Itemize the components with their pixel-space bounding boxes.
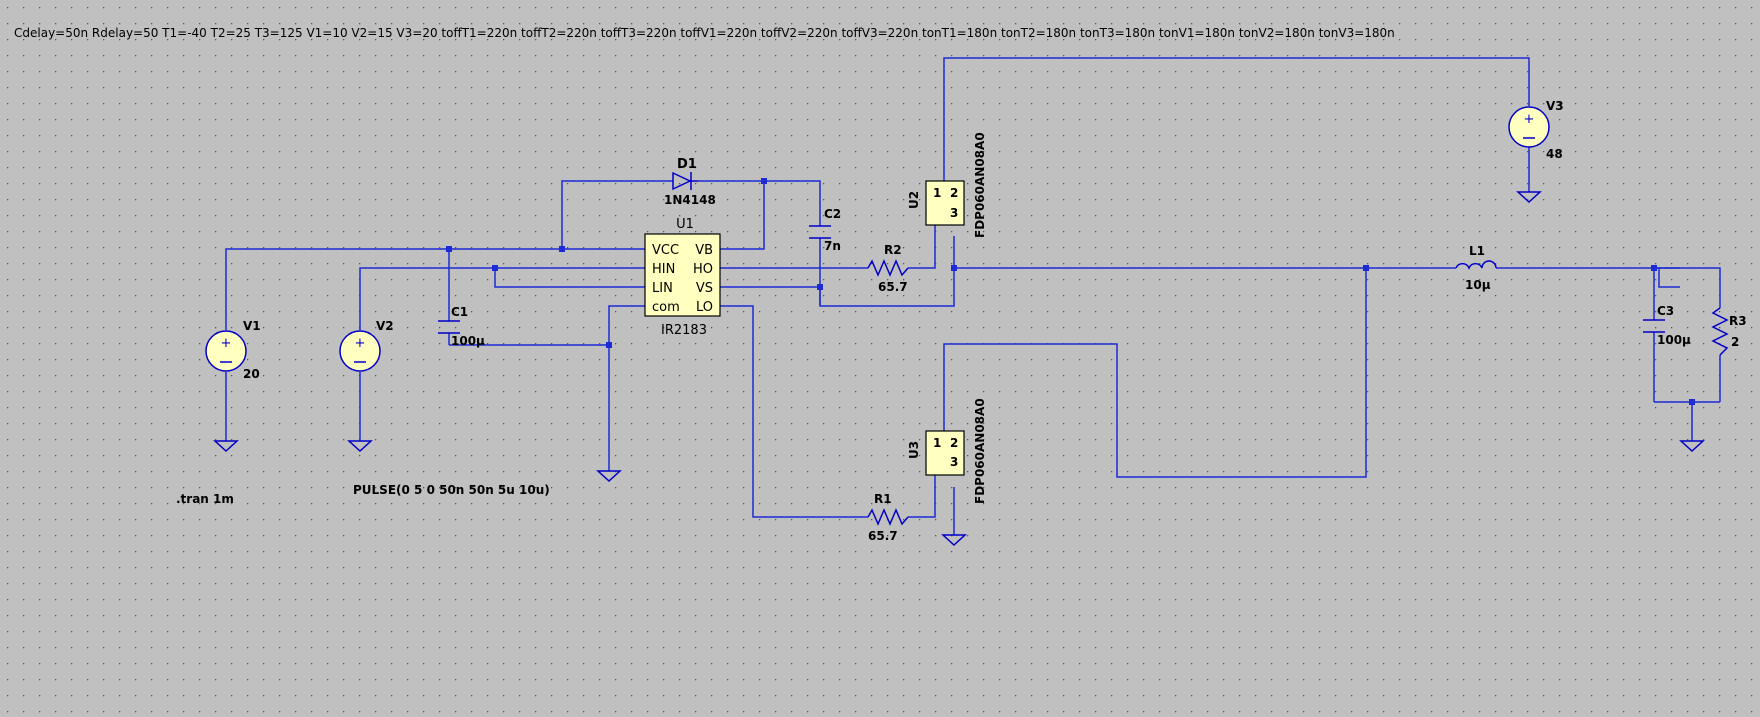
u3-pin1: 1 <box>933 436 941 450</box>
u2-pin3: 3 <box>950 206 958 220</box>
v3-plus-icon: + <box>1524 112 1535 127</box>
u1-pin-vb: VB <box>695 243 713 258</box>
v2-name: V2 <box>376 319 394 333</box>
c3-value: 100µ <box>1657 333 1691 347</box>
d1-model: 1N4148 <box>664 193 716 207</box>
u1-pin-vcc: VCC <box>652 243 679 258</box>
u1-pin-com: com <box>652 300 680 315</box>
v1-value: 20 <box>243 367 260 381</box>
u3-mosfet[interactable]: 1 2 3 U3 FDP060AN08A0 <box>907 398 987 504</box>
ground-symbols <box>213 191 1705 547</box>
c1-value: 100µ <box>451 334 485 348</box>
param-directive[interactable]: Cdelay=50n Rdelay=50 T1=-40 T2=25 T3=125… <box>14 26 1395 40</box>
v1-plus-icon: + <box>221 336 232 351</box>
r2-name: R2 <box>884 243 902 257</box>
u1-pin-lin: LIN <box>652 281 673 296</box>
u2-pin1: 1 <box>933 186 941 200</box>
c1-name: C1 <box>451 305 468 319</box>
u3-pin2: 2 <box>950 436 958 450</box>
tran-directive[interactable]: .tran 1m <box>176 492 234 506</box>
pulse-directive[interactable]: PULSE(0 5 0 50n 50n 5u 10u) <box>353 483 550 497</box>
v3-value: 48 <box>1546 147 1563 161</box>
u1-pin-lo: LO <box>696 300 713 315</box>
v3-source[interactable]: + V3 48 <box>1508 99 1564 161</box>
d1-diode[interactable]: D1 1N4148 <box>664 157 716 207</box>
l1-value: 10µ <box>1465 278 1491 292</box>
c3-name: C3 <box>1657 304 1674 318</box>
u1-pin-hin: HIN <box>652 262 675 277</box>
d1-name: D1 <box>677 157 697 172</box>
u2-mosfet[interactable]: 1 2 3 U2 FDP060AN08A0 <box>907 132 987 238</box>
u1-name: U1 <box>676 217 694 232</box>
u3-model: FDP060AN08A0 <box>973 398 987 504</box>
r3-name: R3 <box>1729 314 1747 328</box>
v2-plus-icon: + <box>355 336 366 351</box>
u2-model: FDP060AN08A0 <box>973 132 987 238</box>
junction-dots <box>446 178 1695 405</box>
u2-pin2: 2 <box>950 186 958 200</box>
u1-pin-ho: HO <box>693 262 713 277</box>
wires <box>225 57 1721 535</box>
r2-value: 65.7 <box>878 280 908 294</box>
r1-resistor[interactable]: R1 65.7 <box>867 492 909 543</box>
v2-source[interactable]: + V2 <box>339 319 394 372</box>
u3-name: U3 <box>907 441 921 459</box>
c1-capacitor[interactable]: C1 100µ <box>438 305 485 348</box>
c2-name: C2 <box>824 207 841 221</box>
r1-value: 65.7 <box>868 529 898 543</box>
v1-source[interactable]: + V1 20 <box>205 319 261 381</box>
r3-resistor[interactable]: R3 2 <box>1711 307 1747 356</box>
u1-model: IR2183 <box>661 323 707 338</box>
c2-capacitor[interactable]: C2 7n <box>809 207 841 253</box>
c2-value: 7n <box>824 239 841 253</box>
v1-name: V1 <box>243 319 261 333</box>
r3-value: 2 <box>1731 335 1739 349</box>
l1-name: L1 <box>1469 244 1485 258</box>
u1-pin-vs: VS <box>696 281 713 296</box>
l1-inductor[interactable]: L1 10µ <box>1455 244 1497 292</box>
u2-name: U2 <box>907 191 921 209</box>
r2-resistor[interactable]: R2 65.7 <box>867 243 909 294</box>
c3-capacitor[interactable]: C3 100µ <box>1643 304 1691 347</box>
u3-pin3: 3 <box>950 455 958 469</box>
r1-name: R1 <box>874 492 892 506</box>
u1-ir2183[interactable]: U1 IR2183 VCC HIN LIN com VB HO VS LO <box>644 217 721 338</box>
v3-name: V3 <box>1546 99 1564 113</box>
